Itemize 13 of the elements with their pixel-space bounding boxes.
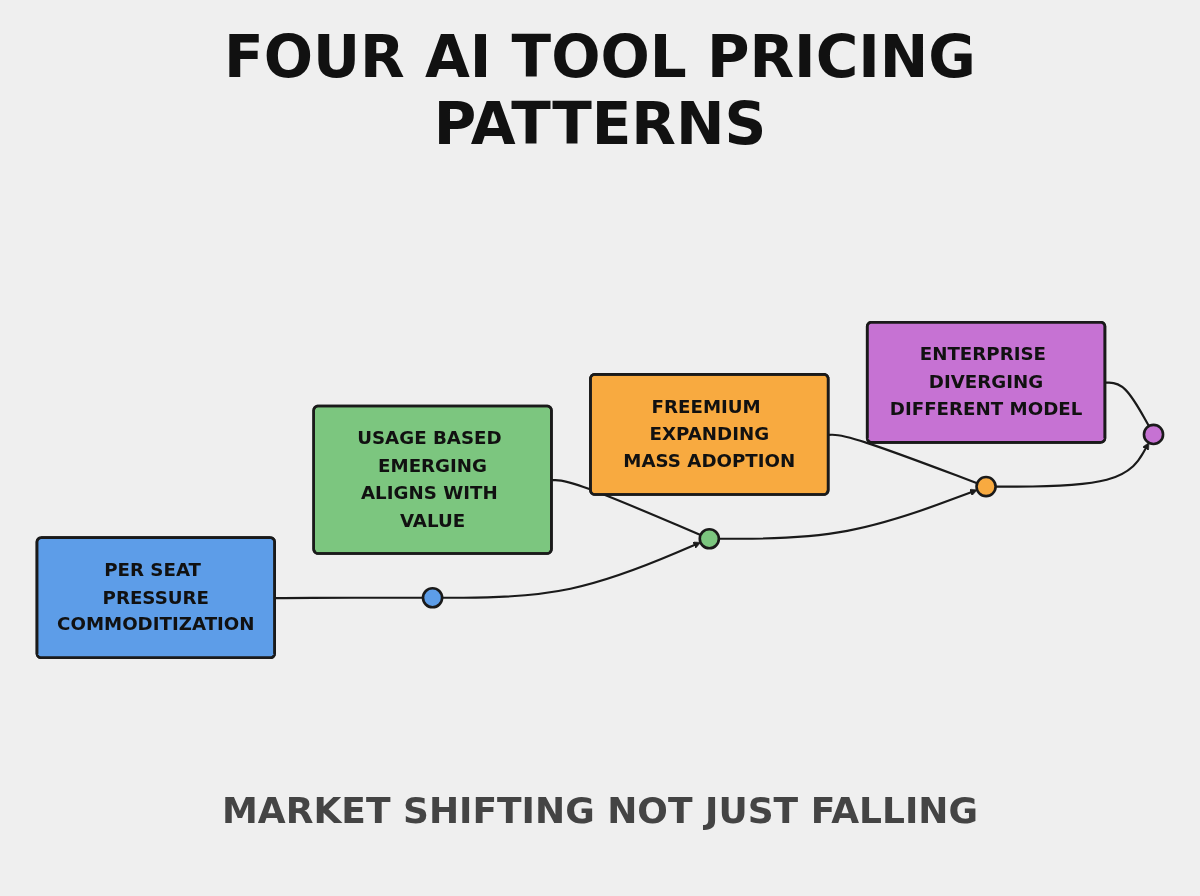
diagram-caption: MARKET SHIFTING NOT JUST FALLING [221,790,979,831]
connector [1105,381,1150,427]
node-circle [698,527,721,550]
connector [275,596,423,600]
diagram-title: FOUR AI TOOL PRICING PATTERNS [223,24,977,158]
node-circle [421,586,444,609]
connector [551,479,701,536]
arrow [995,442,1150,488]
node-circle [1142,423,1165,446]
node-circle [975,475,997,498]
arrow [718,488,978,540]
connector [828,433,978,485]
arrow [442,541,701,599]
